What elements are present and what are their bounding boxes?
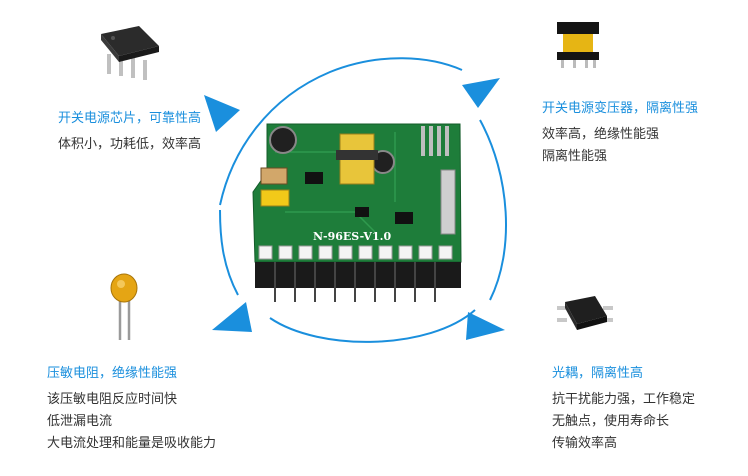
terminal-top	[318, 245, 333, 260]
arrow-icon	[462, 78, 500, 108]
feature-desc: 体积小，功耗低，效率高	[58, 137, 202, 152]
terminal-top	[378, 245, 393, 260]
feature-varistor: 压敏电阻，绝缘性能强 该压敏电阻反应时间快 低泄漏电流 大电流处理和能量是吸收能…	[47, 365, 216, 455]
pin-header	[445, 126, 449, 156]
feature-desc: 无触点，使用寿命长	[552, 414, 670, 429]
ic-chip-on-board	[305, 172, 323, 184]
transformer-icon	[557, 22, 599, 68]
terminal-top	[358, 245, 373, 260]
inductor-icon	[260, 167, 288, 185]
arc-left	[219, 209, 239, 296]
feature-desc: 该压敏电阻反应时间快	[47, 392, 178, 407]
arc-bottom	[269, 309, 476, 343]
feature-title: 开关电源芯片，可靠性高	[58, 111, 202, 126]
feature-optocoupler: 光耦，隔离性高 抗干扰能力强，工作稳定 无触点，使用寿命长 传输效率高	[552, 365, 695, 455]
terminal-block	[255, 262, 461, 288]
capacitor-icon	[269, 126, 297, 154]
pin-header	[421, 126, 425, 156]
ic-chip-on-board	[355, 207, 369, 217]
feature-ic-chip: 开关电源芯片，可靠性高 体积小，功耗低，效率高	[58, 110, 201, 156]
heatsink	[440, 169, 456, 235]
feature-desc: 抗干扰能力强，工作稳定	[552, 392, 696, 407]
pin-header	[437, 126, 441, 156]
arc-right	[479, 119, 508, 301]
terminal-top	[278, 245, 293, 260]
arrow-icon	[212, 302, 252, 332]
feature-desc: 传输效率高	[552, 436, 618, 451]
terminal-top	[398, 245, 413, 260]
feature-desc: 大电流处理和能量是吸收能力	[47, 436, 217, 451]
yellow-component	[260, 189, 290, 207]
feature-transformer: 开关电源变压器，隔离性强 效率高，绝缘性能强 隔离性能强	[542, 100, 698, 168]
arrow-icon	[466, 312, 505, 340]
feature-title: 压敏电阻，绝缘性能强	[47, 366, 178, 381]
feature-desc: 隔离性能强	[542, 149, 608, 164]
optocoupler-icon	[557, 296, 613, 330]
ic-chip-icon	[101, 26, 159, 80]
terminal-top	[258, 245, 273, 260]
ic-chip-on-board	[395, 212, 413, 224]
terminal-top	[338, 245, 353, 260]
arrow-icon	[204, 95, 240, 132]
varistor-icon	[110, 273, 138, 340]
feature-title: 开关电源变压器，隔离性强	[542, 101, 699, 116]
feature-desc: 效率高，绝缘性能强	[542, 127, 660, 142]
feature-desc: 低泄漏电流	[47, 414, 113, 429]
feature-title: 光耦，隔离性高	[552, 366, 644, 381]
pcb-board: N-96ES-V1.0	[252, 123, 462, 302]
pin-header	[429, 126, 433, 156]
terminal-top	[438, 245, 453, 260]
terminal-top	[418, 245, 433, 260]
arc-top	[219, 57, 463, 206]
board-silkscreen: N-96ES-V1.0	[313, 230, 391, 243]
terminal-top	[298, 245, 313, 260]
transformer-core	[336, 150, 378, 160]
